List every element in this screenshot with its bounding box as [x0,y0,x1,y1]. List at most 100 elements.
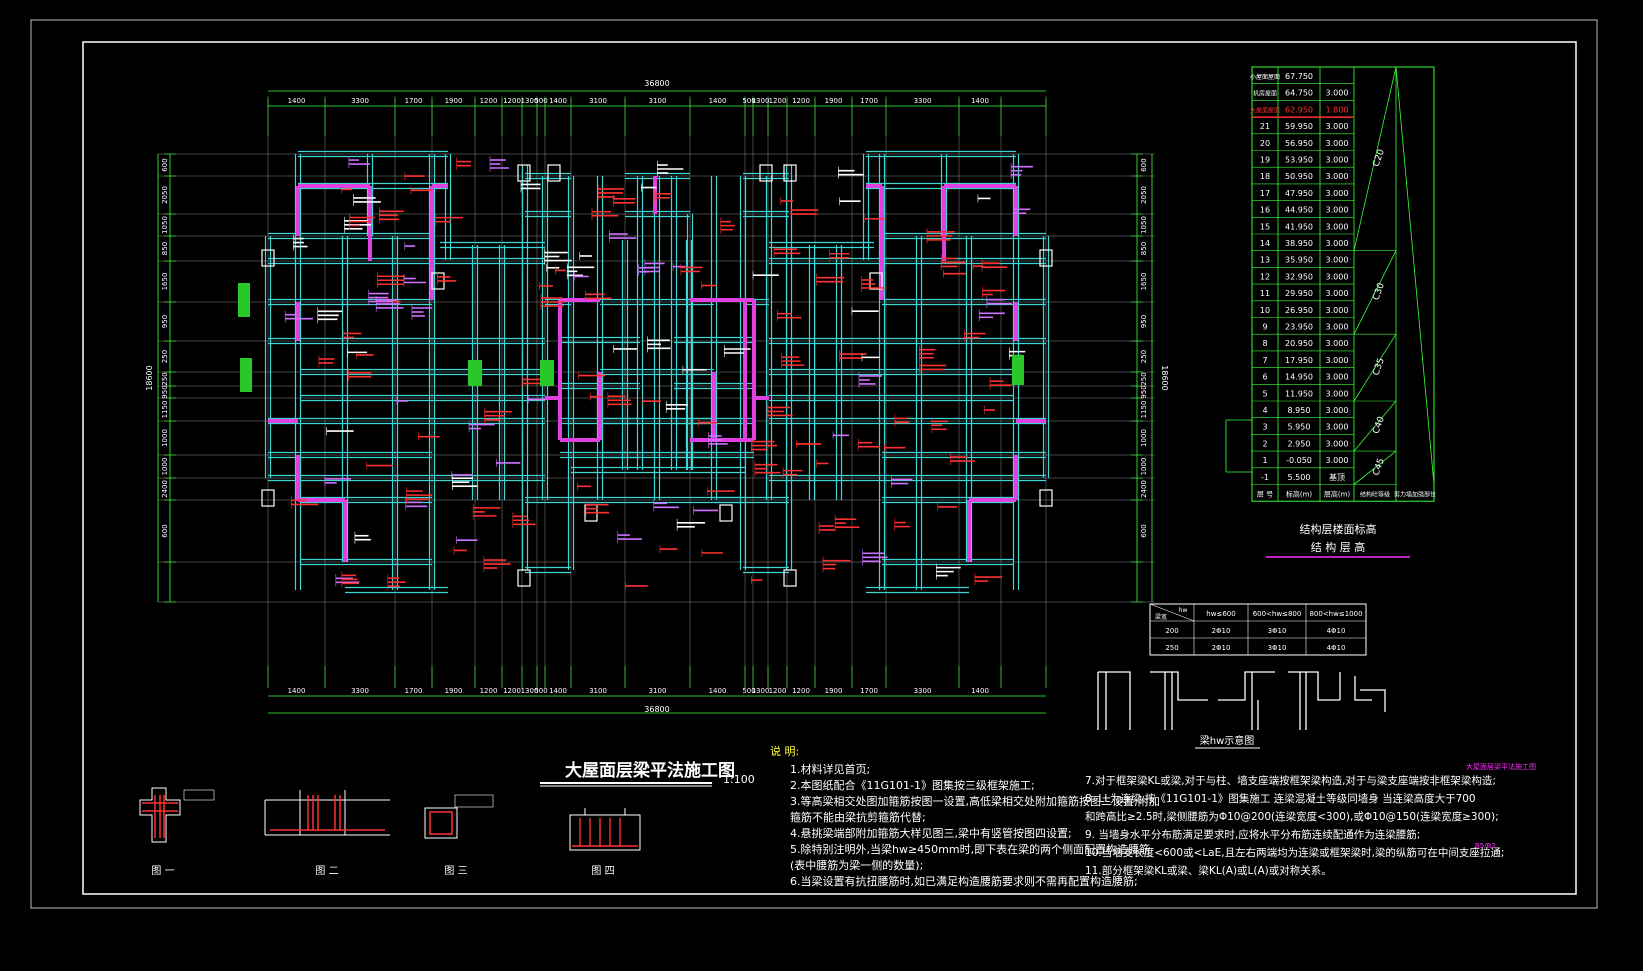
table-header-cell: 800<hw≤1000 [1309,610,1362,618]
elev-cell: 26.950 [1285,306,1313,315]
beam-plan [238,150,1053,594]
dim-label: 1000 [1140,429,1148,447]
floor-cell: 18 [1260,172,1270,181]
column [719,504,733,522]
height-cell: 3.000 [1326,89,1349,98]
elev-cell: 44.950 [1285,206,1313,215]
elev-cell: 56.950 [1285,139,1313,148]
floor-cell: 7 [1262,356,1267,365]
dim-label: 1000 [161,458,169,476]
dim-label: 1700 [405,97,423,105]
dim-label: 2050 [1140,186,1148,204]
dim-label: 250 [161,372,169,385]
dim-label: 1050 [161,216,169,234]
hw-section [1288,671,1340,730]
total-dim-top: 36800 [644,79,669,88]
height-cell: 3.000 [1326,189,1349,198]
dim-label: 1000 [1140,458,1148,476]
notes-left: 1.材料详见首页; 2.本图纸配合《11G101-1》图集按三级框架施工; 3.… [790,762,1160,890]
figure-4-label: 图 四 [591,865,614,877]
height-cell: 3.000 [1326,156,1349,165]
floor-cell: 机房屋面 [1253,90,1277,98]
floor-cell: 16 [1260,206,1270,215]
stirrup [429,811,453,835]
dim-label: 600 [1140,158,1148,171]
dim-label: 850 [161,242,169,255]
height-cell: 3.000 [1326,256,1349,265]
height-cell: 3.000 [1326,406,1349,415]
table-header-cell: hw≤600 [1206,610,1235,618]
column [517,569,531,587]
drawing-title: 大屋面层梁平法施工图 [565,760,735,781]
height-cell: 3.000 [1326,456,1349,465]
grade-divider [1353,400,1397,452]
dim-label: 500 [534,687,547,695]
table-diagonal [1149,603,1195,622]
elev-cell: 29.950 [1285,289,1313,298]
dim-label: 1900 [445,97,463,105]
hw-diagram-caption: 梁hw示意图 [1200,734,1255,747]
dim-label: 1900 [825,97,843,105]
dim-label: 1200 [503,687,521,695]
floor-cell: 13 [1260,256,1270,265]
dim-label: 1050 [1140,216,1148,234]
table-cell: 4Φ10 [1327,627,1346,635]
dim-label: 1300 [752,97,770,105]
drawing-scale: 1:100 [723,773,755,786]
elev-cell: 38.950 [1285,239,1313,248]
grade-divider [1353,450,1397,485]
column [759,164,773,182]
dim-label: 1150 [1140,401,1148,419]
hw-section [1097,671,1131,730]
table-cell: 250 [1165,644,1178,652]
floor-cell: 小屋面屋面 [1250,73,1280,81]
dim-label: 250 [161,350,169,363]
note-line: 2.本图纸配合《11G101-1》图集按三级框架施工; [790,779,1035,792]
dim-label: 1700 [405,687,423,695]
dim-label: 950 [161,385,169,398]
elev-cell: 2.950 [1288,439,1311,448]
table-footer-cell: 层高(m) [1324,490,1351,499]
dim-label: 3300 [351,687,369,695]
floor-cell: 8 [1262,339,1267,348]
dim-label: 3300 [914,687,932,695]
annotation-block [238,283,250,317]
table-cell: 2Φ10 [1212,627,1231,635]
dim-label: 1700 [860,97,878,105]
note-line: 11.部分框架梁KL或梁、梁KL(A)或L(A)或对称关系。 [1085,865,1332,877]
total-dim-left: 18600 [145,365,154,390]
floor-cell: 3 [1262,423,1267,432]
height-cell: 3.000 [1326,206,1349,215]
floor-cell: 9 [1262,323,1267,332]
elev-cell: 41.950 [1285,222,1313,231]
figure-1-label: 图 一 [151,865,174,877]
outer-frame [30,19,1598,909]
height-cell: 3.000 [1326,339,1349,348]
floor-table-caption-2: 结 构 层 高 [1311,540,1366,554]
annotation-block [468,360,482,386]
height-cell: 3.000 [1326,356,1349,365]
figure-note [454,794,494,808]
elev-cell: 5.500 [1288,473,1311,482]
floor-cell: 5 [1262,389,1267,398]
figure-outline [139,787,181,843]
dim-label: 1400 [971,687,989,695]
dim-label: 1200 [792,687,810,695]
beam-hw-diagram [1097,671,1386,730]
dim-label: 600 [1140,524,1148,537]
figure-outline [264,790,390,836]
dim-label: 3100 [589,687,607,695]
page-note: B5/B2 [1475,842,1496,850]
height-cell: 基顶 [1329,472,1345,482]
dim-label: 600 [161,524,169,537]
dim-label: 500 [742,97,755,105]
height-cell: 3.000 [1326,439,1349,448]
dim-label: 950 [161,315,169,328]
height-cell: 1.800 [1326,105,1349,114]
table-footer-cell: 剪力墙加强部位 [1394,491,1436,499]
height-cell: 3.000 [1326,373,1349,382]
floor-cell: 6 [1262,373,1267,382]
dim-label: 1200 [769,97,787,105]
dim-label: 1200 [503,97,521,105]
